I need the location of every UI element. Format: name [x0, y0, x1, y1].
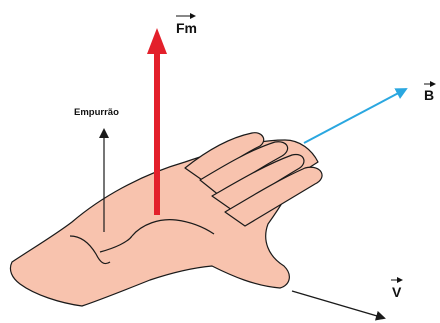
fm-label: Fm: [176, 20, 197, 36]
velocity-arrow: [292, 291, 384, 318]
push-label: Empurrão: [74, 107, 119, 118]
v-label: V: [392, 284, 402, 300]
b-label: B: [424, 87, 434, 103]
field-arrow: [304, 89, 406, 143]
hand-icon: [10, 133, 322, 306]
